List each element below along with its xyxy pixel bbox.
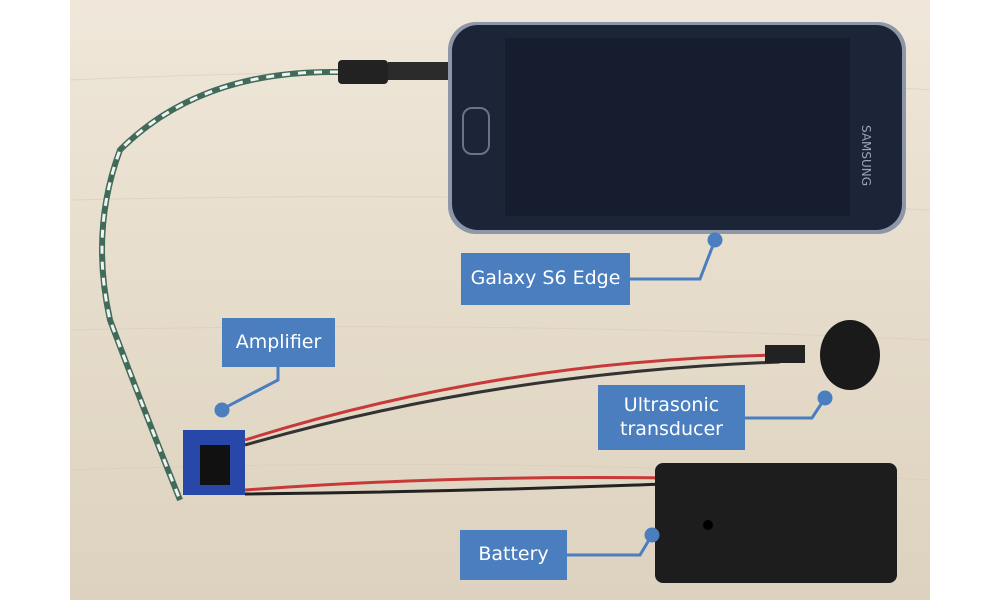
samsung-logo: SAMSUNG [859, 125, 873, 186]
ultrasonic-transducer [820, 320, 880, 390]
label-amplifier: Amplifier [222, 318, 335, 367]
battery-box [655, 463, 897, 583]
label-galaxy-s6-edge: Galaxy S6 Edge [461, 253, 630, 305]
label-text: Battery [478, 543, 549, 566]
audio-jack [338, 60, 388, 84]
label-text: Galaxy S6 Edge [470, 267, 621, 290]
label-text: Ultrasonic [623, 393, 720, 416]
galaxy-phone: SAMSUNG [448, 22, 906, 234]
label-text: transducer [620, 417, 723, 440]
label-battery: Battery [460, 530, 567, 580]
label-text: Amplifier [235, 330, 322, 353]
